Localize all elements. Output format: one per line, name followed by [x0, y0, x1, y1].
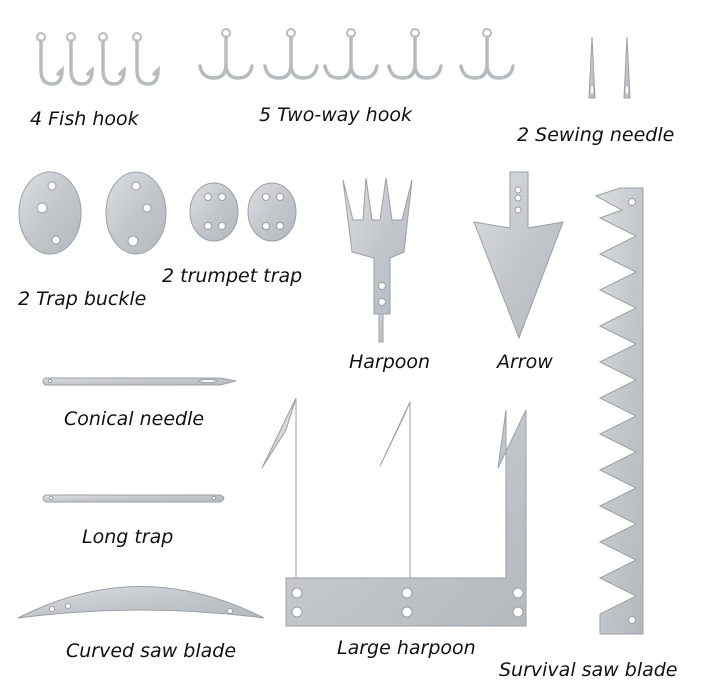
fish-hook-3	[98, 32, 126, 86]
trap-buckle-2	[105, 171, 167, 255]
label-sewing-needle: 2 Sewing needle	[517, 124, 675, 146]
label-trumpet-trap: 2 trumpet trap	[162, 265, 303, 287]
trumpet-trap-1	[189, 182, 239, 242]
fish-hook-1	[36, 32, 64, 86]
fish-hook-2	[66, 32, 94, 86]
label-trap-buckle: 2 Trap buckle	[18, 288, 147, 310]
label-arrow: Arrow	[497, 351, 553, 373]
conical-needle-illustration	[42, 377, 237, 386]
fish-hook-4	[132, 32, 160, 86]
label-harpoon: Harpoon	[349, 351, 431, 373]
large-harpoon-illustration	[261, 397, 527, 627]
fish-hooks	[36, 32, 160, 86]
curved-saw-blade-illustration	[17, 586, 265, 619]
trumpet-trap-2	[247, 182, 297, 242]
two-way-hook-3	[323, 28, 379, 80]
label-fish-hook: 4 Fish hook	[30, 108, 139, 130]
label-curved-saw-blade: Curved saw blade	[66, 640, 237, 662]
two-way-hook-1	[198, 28, 254, 80]
label-long-trap: Long trap	[82, 526, 174, 548]
two-way-hooks	[198, 28, 515, 80]
label-survival-saw-blade: Survival saw blade	[499, 659, 678, 681]
arrow-illustration	[473, 171, 564, 340]
trap-buckle-1	[18, 171, 82, 255]
sewing-needles	[588, 36, 631, 99]
label-conical-needle: Conical needle	[64, 408, 205, 430]
label-large-harpoon: Large harpoon	[337, 637, 476, 659]
sewing-needle-1	[588, 36, 596, 99]
trumpet-traps	[189, 182, 297, 242]
label-two-way-hook: 5 Two-way hook	[259, 104, 412, 126]
survival-saw-blade-illustration	[594, 187, 644, 635]
two-way-hook-5	[459, 28, 515, 80]
two-way-hook-4	[387, 28, 443, 80]
long-trap-illustration	[42, 494, 225, 503]
two-way-hook-2	[263, 28, 319, 80]
harpoon-illustration	[342, 177, 413, 343]
trap-buckles	[18, 171, 167, 255]
sewing-needle-2	[623, 36, 631, 99]
